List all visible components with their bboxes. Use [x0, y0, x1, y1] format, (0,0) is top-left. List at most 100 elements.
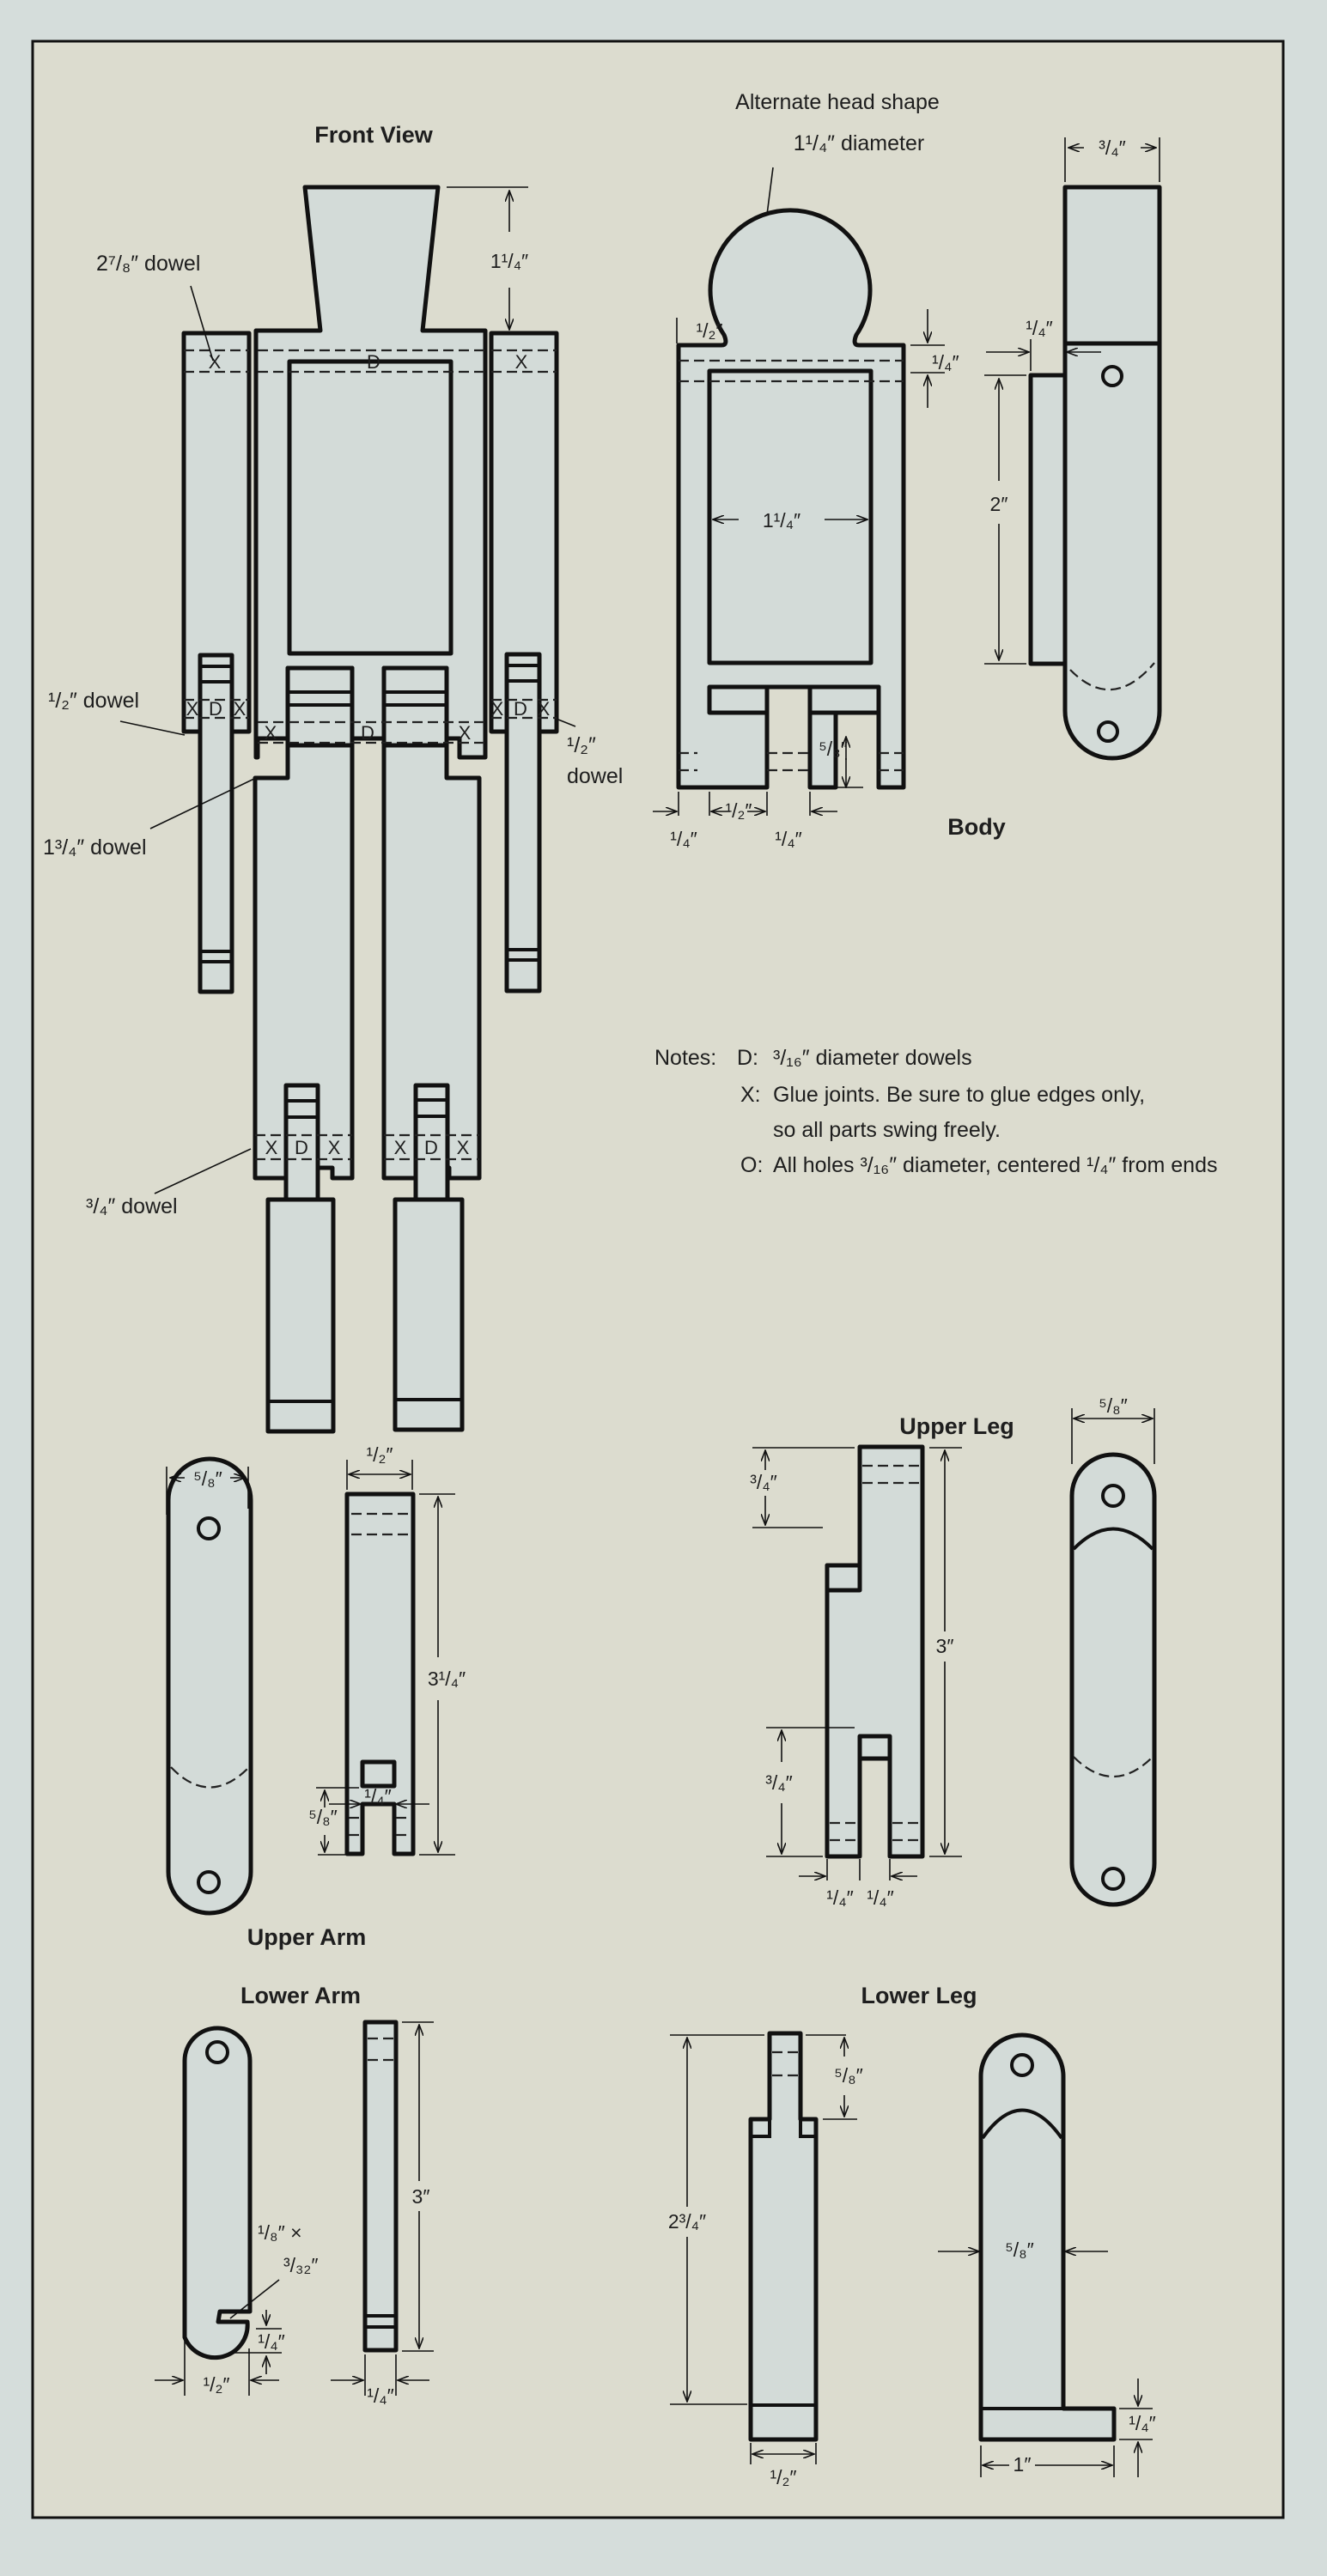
upper-leg-top-step: ³/₄″: [750, 1471, 777, 1493]
upper-leg-side-width: ⁵/₈″: [1099, 1394, 1128, 1417]
hole-icon: [1101, 365, 1123, 387]
alternate-head-title: Alternate head shape: [735, 90, 940, 114]
lower-leg-side-width: ⁵/₈″: [1005, 2239, 1034, 2261]
front-view-title: Front View: [314, 122, 434, 148]
upper-leg-title: Upper Leg: [899, 1413, 1014, 1439]
left-lower-arm-front: [198, 653, 234, 994]
note-key: X:: [740, 1083, 761, 1107]
side-width-dim: ³/₄″: [1099, 137, 1126, 159]
glue-mark: X: [459, 722, 472, 744]
hole-icon: [1101, 1484, 1125, 1508]
lower-arm-notch-offset: ¹/₄″: [258, 2330, 285, 2353]
upper-leg-slot-depth: ³/₄″: [765, 1771, 793, 1794]
body-side-chest: [1028, 373, 1068, 666]
glue-mark: X: [328, 1137, 341, 1158]
left-lower-leg-front: [265, 1197, 336, 1434]
upper-leg-tab: [857, 1734, 892, 1761]
lower-arm-width: ¹/₂″: [203, 2373, 229, 2396]
hole-icon: [1010, 2053, 1034, 2077]
lower-leg-section: Lower Leg 2³/₄″ ⁵/₈″ ¹/₂″ ⁵/₈″: [668, 1983, 1156, 2488]
body-bottom-dim: ¹/₄″: [775, 828, 802, 850]
body-side-head: [1062, 185, 1162, 346]
note-text: ³/₁₆″ diameter dowels: [773, 1046, 972, 1070]
glue-mark: X: [515, 351, 528, 373]
dowel-mark: D: [367, 351, 380, 373]
lower-arm-length: 3″: [412, 2185, 430, 2208]
glue-mark: X: [538, 698, 551, 720]
note-text: All holes ³/₁₆″ diameter, centered ¹/₄″ …: [773, 1153, 1217, 1177]
lower-arm-section: Lower Arm ¹/₈″ × ³/₃₂″ ¹/₄″ ¹/₂″ 3″ ¹/₄″: [155, 1983, 434, 2407]
left-knee-tongue: [283, 1083, 320, 1204]
dowel-mark: D: [209, 698, 222, 720]
shoulder-band-dim: ¹/₄″: [932, 351, 959, 374]
glue-mark: X: [265, 1137, 278, 1158]
body-bottom-dim: ¹/₄″: [670, 828, 697, 850]
side-step-dim: ¹/₄″: [1026, 317, 1053, 339]
elbow-dowel-right-callout: ¹/₂″: [567, 733, 596, 757]
neck-offset-dim: ¹/₂″: [696, 319, 722, 342]
glue-mark: X: [209, 351, 222, 373]
knee-dowel-callout: ³/₄″ dowel: [86, 1194, 178, 1218]
hip-dowel-callout: 1³/₄″ dowel: [43, 835, 147, 860]
body-slot-depth-dim: ⁵/₈″: [819, 738, 848, 760]
body-section: Alternate head shape 1¹/₄″ diameter ¹/₂″…: [653, 90, 1162, 850]
right-lower-arm-front: [504, 652, 542, 993]
lower-leg-side: [978, 2032, 1117, 2442]
glue-mark: X: [394, 1137, 407, 1158]
body-bottom-dim: ¹/₂″: [725, 799, 752, 822]
body-cutout: [707, 368, 874, 665]
dowel-mark: D: [361, 722, 374, 744]
glue-mark: X: [265, 722, 277, 744]
lower-leg-foot-length: 1″: [1014, 2453, 1032, 2476]
hole-icon: [197, 1516, 221, 1540]
upper-leg-section: Upper Leg ³/₄″ 3″ ³/₄″ ¹/₄″ ¹/₄″: [750, 1394, 1157, 1909]
upper-leg-step: [825, 1563, 862, 1593]
upper-arm-side-width: ⁵/₈″: [193, 1467, 222, 1490]
joint-marks: X D X X D X X D X X D X X D X X D X: [186, 351, 551, 1158]
lower-leg-front-width: ¹/₂″: [770, 2466, 796, 2488]
right-lower-leg-front: [393, 1197, 465, 1432]
upper-arm-tab: [360, 1759, 397, 1789]
body-inner-width-dim: 1¹/₄″: [763, 509, 800, 532]
notch-label-2: ³/₃₂″: [283, 2254, 319, 2276]
elbow-dowel-right-callout-2: dowel: [567, 764, 623, 788]
glue-mark: X: [491, 698, 504, 720]
body-slot-block-right: [807, 684, 881, 715]
upper-leg-bottom-dim: ¹/₄″: [867, 1886, 894, 1909]
glue-mark: X: [234, 698, 247, 720]
upper-arm-slot-width: ¹/₄″: [364, 1785, 392, 1807]
body-side-torso: [1062, 341, 1162, 761]
lower-leg-length: 2³/₄″: [668, 2210, 706, 2233]
front-view: Front View: [43, 122, 623, 1434]
notch-label-1: ¹/₈″ ×: [258, 2221, 302, 2244]
glue-mark: X: [186, 698, 199, 720]
upper-leg-side: [1069, 1452, 1157, 1907]
head-diameter-label: 1¹/₄″ diameter: [794, 131, 924, 155]
upper-arm-side: [166, 1456, 253, 1916]
torso-cutout: [287, 359, 453, 656]
lower-leg-foot-thickness: ¹/₄″: [1129, 2412, 1156, 2434]
lower-arm-thickness: ¹/₄″: [367, 2385, 394, 2407]
note-text: Glue joints. Be sure to glue edges only,: [773, 1083, 1145, 1107]
notes: Notes: D: ³/₁₆″ diameter dowels X: Glue …: [654, 1046, 1217, 1177]
dowel-mark: D: [424, 1137, 438, 1158]
note-key: D:: [737, 1046, 758, 1070]
hole-icon: [197, 1870, 221, 1894]
dowel-mark: D: [514, 698, 527, 720]
glue-mark: X: [457, 1137, 470, 1158]
dowel-mark: D: [295, 1137, 308, 1158]
hole-icon: [1097, 720, 1119, 743]
hole-icon: [205, 2040, 229, 2064]
upper-arm-title: Upper Arm: [247, 1924, 367, 1950]
lower-arm-side: [182, 2026, 253, 2360]
head-height-dim: 1¹/₄″: [490, 250, 528, 272]
upper-arm-front-width: ¹/₂″: [366, 1443, 393, 1466]
lower-leg-title: Lower Leg: [861, 1983, 977, 2008]
upper-arm-length: 3¹/₄″: [428, 1668, 466, 1690]
body-title: Body: [947, 814, 1006, 840]
upper-arm-section: ⁵/₈″ ¹/₂″ 3¹/₄″ ⁵/₈″ ¹/₄″ Upper Arm: [166, 1443, 466, 1950]
shoulder-dowel-callout: 2⁷/₈″ dowel: [96, 252, 200, 276]
upper-leg-length: 3″: [936, 1635, 954, 1657]
upper-leg-bottom-dim: ¹/₄″: [826, 1886, 854, 1909]
